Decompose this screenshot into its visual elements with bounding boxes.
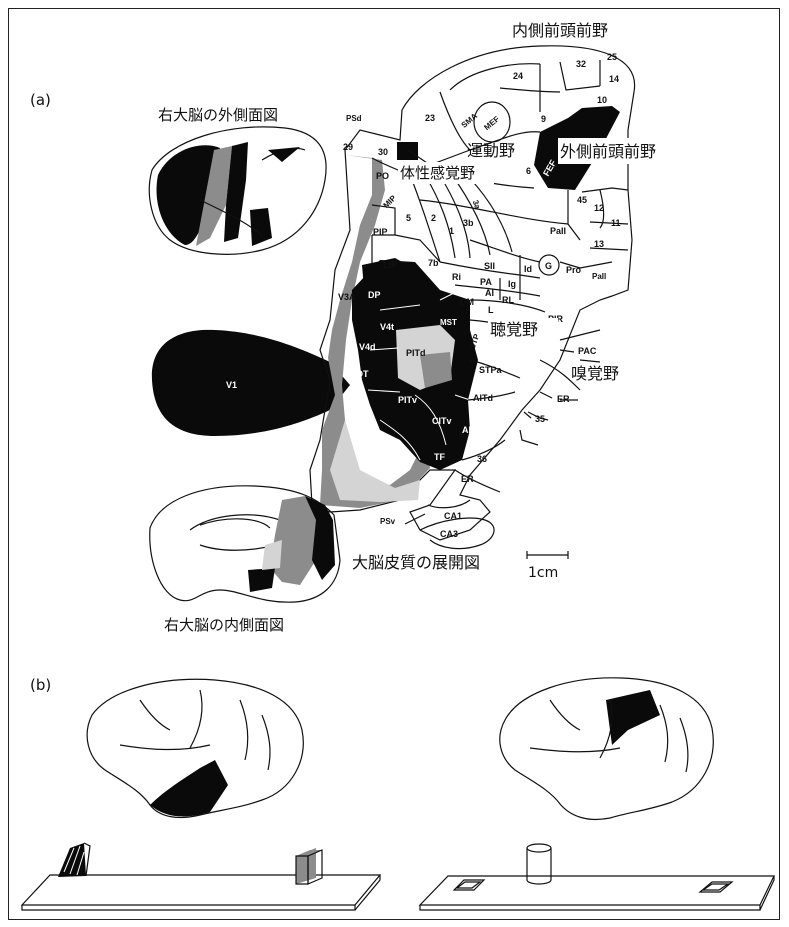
area-label-45: 45 — [577, 195, 587, 205]
area-label-Id: Id — [524, 264, 532, 274]
scale-label: 1cm — [528, 565, 558, 581]
area-label-PaII: PaII — [550, 226, 566, 236]
label-lateral-prefrontal: 外側前頭前野 — [560, 142, 656, 161]
area-label-V3A: V3A — [338, 292, 356, 302]
area-label-30: 30 — [378, 147, 388, 157]
label-medial-prefrontal: 内側前頭前野 — [512, 21, 608, 40]
area-label-AITv: AITv — [462, 425, 482, 435]
area-label-35: 35 — [535, 414, 545, 424]
panel-b-label: (b) — [30, 676, 51, 694]
area-label-2: 2 — [431, 213, 436, 223]
right-medial-brain — [150, 486, 340, 602]
area-label-23: 23 — [425, 113, 435, 123]
area-label-MEF: MEF — [482, 114, 501, 132]
area-label-PSv: PSv — [380, 517, 396, 526]
area-V1 — [152, 330, 350, 436]
area-label-29: 29 — [343, 142, 353, 152]
area-label-V1: V1 — [226, 380, 237, 390]
area-label-Ri: Ri — [452, 272, 461, 282]
area-label-MIP: MIP — [382, 193, 399, 210]
area-label-5: 5 — [406, 213, 411, 223]
area-label-RL: RL — [502, 295, 514, 305]
area-label-L: L — [488, 305, 494, 315]
area-label-DP: DP — [368, 290, 381, 300]
area-label-LIP: LIP — [383, 260, 397, 270]
area-label-G: G — [545, 261, 552, 271]
right-medial-view-label: 右大脳の内側面図 — [164, 616, 284, 634]
area-label-PITd: PITd — [406, 348, 426, 358]
right-lateral-brain — [149, 127, 326, 254]
area-label-PAC: PAC — [578, 346, 597, 356]
area-label-PSd: PSd — [346, 114, 362, 123]
area-label-32: 32 — [576, 59, 586, 69]
area-label-25: 25 — [607, 52, 617, 62]
panel-a-label: (a) — [30, 91, 51, 109]
area-label-V4d: V4d — [359, 342, 376, 352]
area-label-ER-top: ER — [557, 394, 570, 404]
area-label-12: 12 — [594, 203, 604, 213]
area-label-11: 11 — [611, 218, 621, 228]
area-label-14: 14 — [609, 74, 619, 84]
area-label-AI: AI — [485, 288, 494, 298]
task-landmark-discrimination — [420, 844, 774, 910]
label-somatosensory: 体性感覚野 — [400, 164, 475, 182]
label-olfactory: 嗅覚野 — [571, 364, 619, 383]
area-label-6: 6 — [526, 166, 531, 176]
area-label-ER-bottom: ER — [461, 474, 474, 484]
brain-lesion-parietal — [500, 678, 713, 820]
area-label-AITd: AITd — [473, 393, 493, 403]
area-label-MST: MST — [440, 318, 457, 327]
area-label-STPa: STPa — [479, 365, 503, 375]
area-label-V4v: V4v — [371, 437, 387, 447]
area-label-24: 24 — [513, 71, 523, 81]
area-label-3b: 3b — [463, 218, 474, 228]
task-object-discrimination — [22, 843, 380, 910]
label-motor: 運動野 — [467, 141, 515, 160]
area-label-VOT: VOT — [350, 369, 369, 379]
area-label-36: 36 — [477, 454, 487, 464]
area-label-V4t: V4t — [380, 322, 394, 332]
area-label-Ig: Ig — [508, 279, 516, 289]
area-label-PIP: PIP — [373, 227, 388, 237]
area-label-CITv: CITv — [432, 416, 452, 426]
area-label-1: 1 — [449, 226, 454, 236]
label-unfolded-cortex: 大脳皮質の展開図 — [352, 553, 480, 572]
area-label-10: 10 — [597, 95, 607, 105]
area-label-Pro: Pro — [566, 265, 582, 275]
label-auditory: 聴覚野 — [490, 320, 538, 339]
area-label-PA: PA — [480, 277, 492, 287]
area-label-13: 13 — [594, 239, 604, 249]
brain-lesion-temporal — [87, 679, 303, 817]
area-label-9: 9 — [541, 114, 546, 124]
area-label-CA3: CA3 — [440, 529, 458, 539]
area-label-CA1: CA1 — [444, 511, 462, 521]
area-label-7b: 7b — [428, 258, 439, 268]
right-lateral-view-label: 右大脳の外側面図 — [158, 106, 278, 124]
area-label-TF: TF — [434, 452, 445, 462]
area-label-CM: CM — [460, 297, 474, 307]
area-label-PITv: PITv — [398, 395, 417, 405]
area-label-PO: PO — [376, 171, 389, 181]
area-label-PaIl: PaIl — [592, 272, 606, 281]
area-label-SMA: SMA — [460, 111, 480, 129]
area-label-SII: SII — [484, 261, 495, 271]
